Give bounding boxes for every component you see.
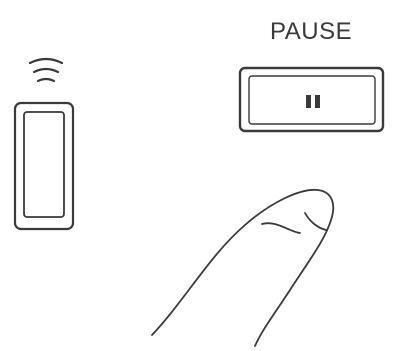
pointing-finger-icon xyxy=(152,190,333,346)
remote-control-icon xyxy=(15,59,73,229)
remote-screen xyxy=(24,112,64,217)
pause-button-label: PAUSE xyxy=(270,18,352,46)
pause-button[interactable] xyxy=(240,68,383,131)
signal-waves-icon xyxy=(30,59,62,81)
